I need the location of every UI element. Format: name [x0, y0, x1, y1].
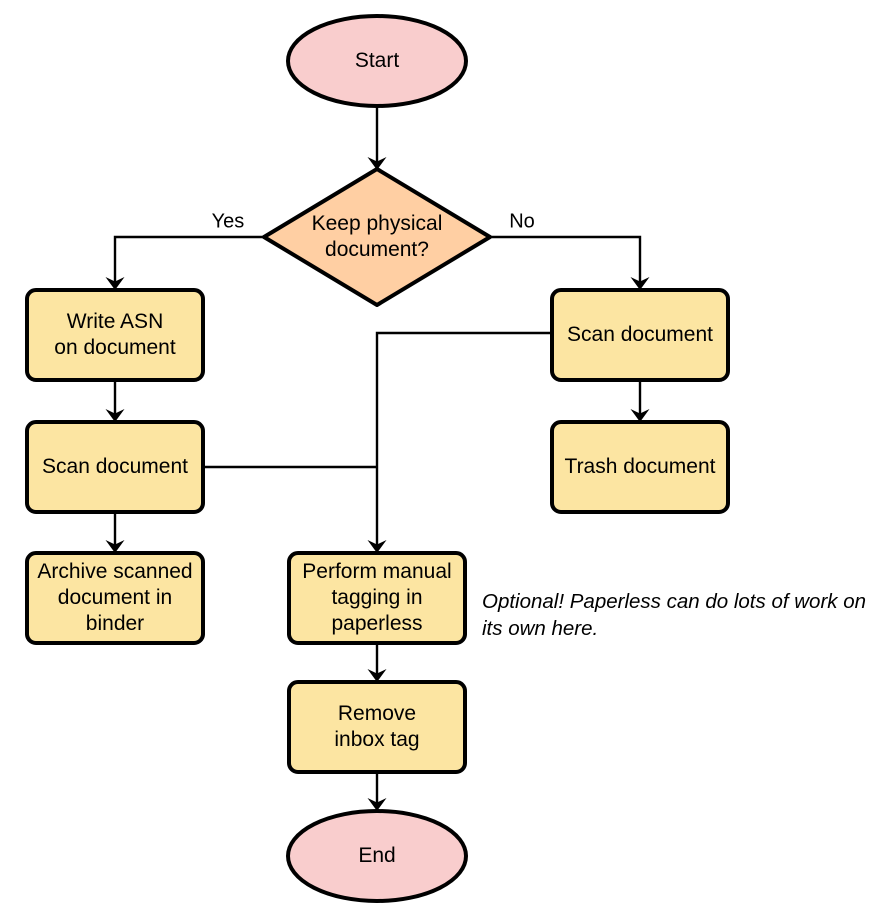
edge-decision-yes-to-write-asn: Yes [105, 210, 264, 290]
edge-scan-right-to-manual-tagging [367, 331, 552, 553]
process-shape [287, 680, 467, 774]
decision-shape [262, 167, 492, 307]
node-label: Start [355, 49, 400, 72]
arrowhead-icon [105, 409, 125, 422]
node-label: End [358, 844, 395, 867]
arrowhead-icon [630, 409, 650, 422]
annotation-layer: Optional! Paperless can do lots of work … [482, 590, 866, 640]
edge-line [113, 235, 264, 283]
edge-scan-right-to-trash [630, 380, 650, 422]
edge-decision-no-to-scan-right: No [490, 210, 650, 290]
node-trash-document[interactable]: Trash document [550, 420, 730, 514]
process-shape [25, 551, 205, 645]
arrowhead-icon [630, 277, 650, 290]
node-label: Scan document [42, 455, 188, 478]
process-shape [25, 288, 205, 382]
edge-label-yes: Yes [212, 210, 245, 232]
arrowhead-icon [367, 798, 387, 811]
terminator-shape [286, 14, 468, 108]
edges-layer: Yes No [105, 106, 650, 811]
arrowhead-icon [367, 540, 387, 553]
node-scan-document-left[interactable]: Scan document [25, 420, 205, 514]
process-shape [550, 288, 730, 382]
node-scan-document-right[interactable]: Scan document [550, 288, 730, 382]
process-shape [287, 551, 467, 645]
edge-line [490, 235, 642, 283]
edge-start-to-decision [367, 106, 387, 170]
edge-write-asn-to-scan-left [105, 380, 125, 422]
arrowhead-icon [105, 277, 125, 290]
edge-manual-tagging-to-remove-inbox-tag [367, 643, 387, 682]
arrowhead-icon [367, 669, 387, 682]
node-end[interactable]: End [286, 809, 468, 903]
process-shape [550, 420, 730, 514]
process-shape [25, 420, 205, 514]
node-label: Scan document [567, 323, 713, 346]
edge-line [375, 331, 552, 546]
node-start[interactable]: Start [286, 14, 468, 108]
node-label: Trash document [565, 455, 716, 478]
edge-remove-inbox-tag-to-end [367, 772, 387, 811]
edge-label-no: No [509, 210, 535, 232]
optional-note: Optional! Paperless can do lots of work … [482, 590, 866, 640]
terminator-shape [286, 809, 468, 903]
arrowhead-icon [105, 540, 125, 553]
arrowhead-icon [367, 157, 387, 170]
edge-scan-left-to-archive [105, 512, 125, 553]
